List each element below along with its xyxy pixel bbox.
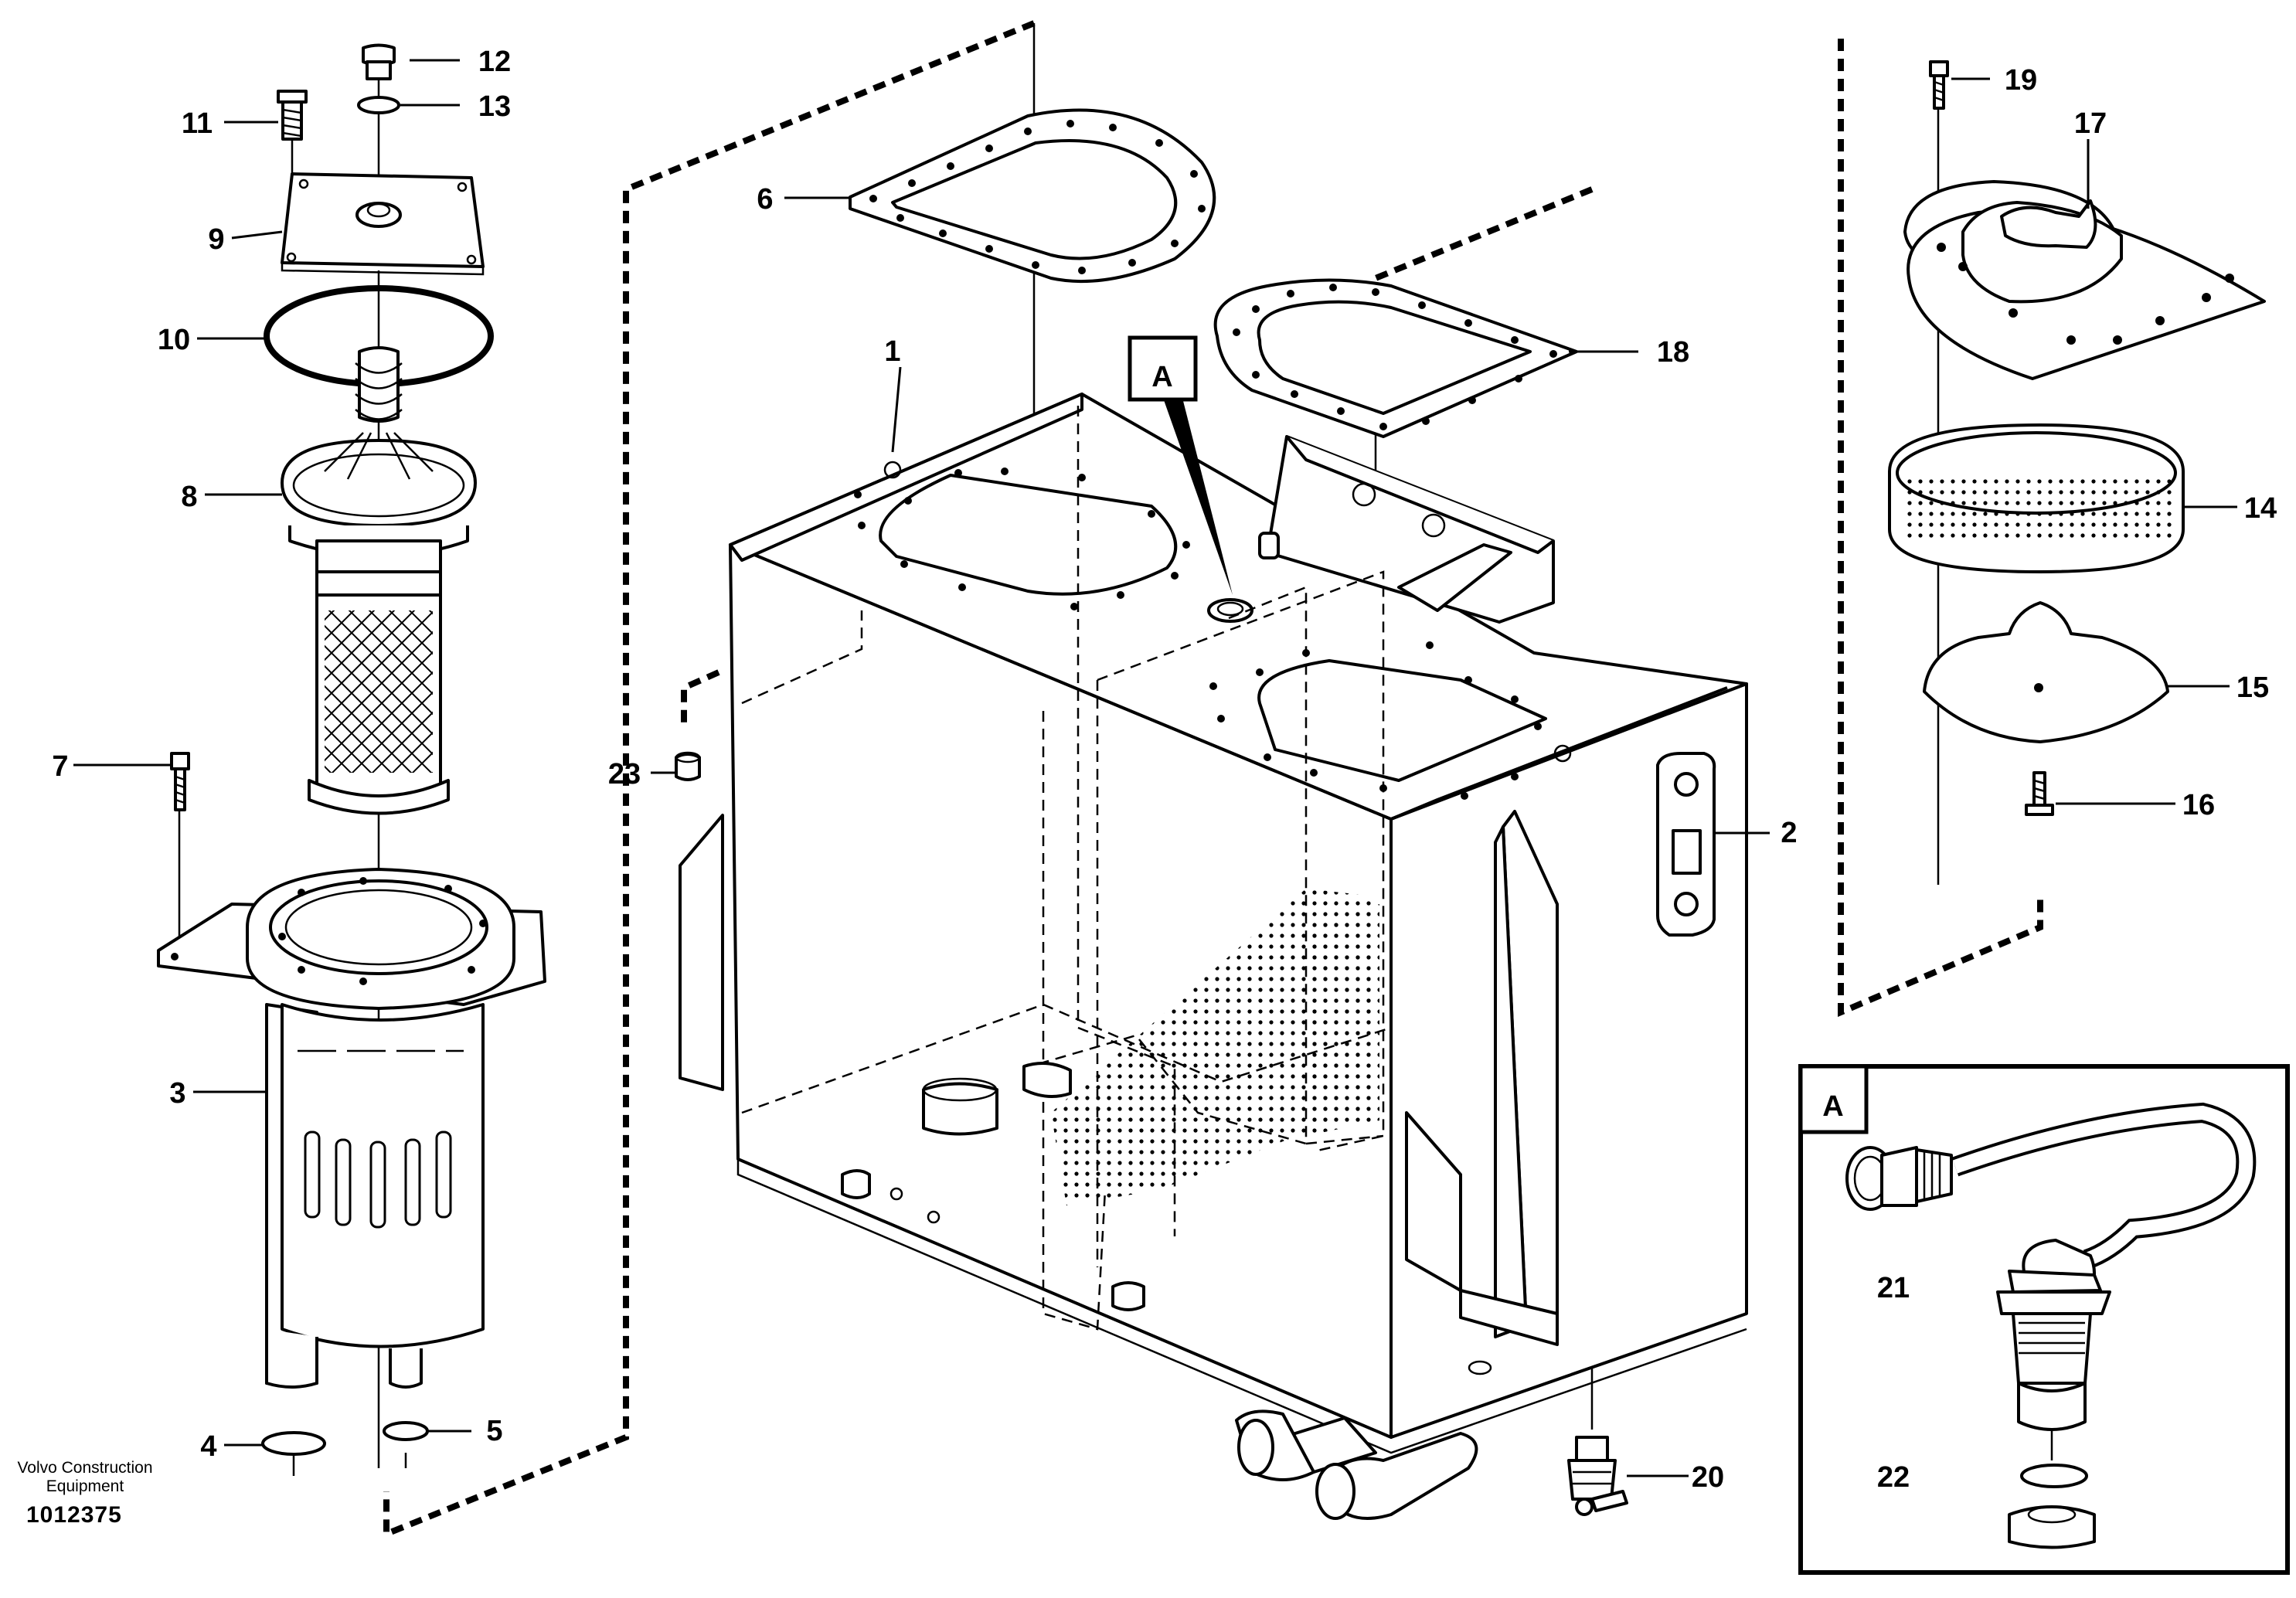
callout-6: 6 <box>757 183 773 216</box>
filter-housing-3 <box>157 868 546 1389</box>
filter-ring-14 <box>1888 423 2185 573</box>
filter-element-8 <box>281 346 477 815</box>
callout-7: 7 <box>52 750 68 783</box>
callout-19: 19 <box>2005 64 2037 97</box>
gasket-6 <box>849 108 1216 284</box>
callout-15: 15 <box>2236 672 2269 704</box>
baffle-plate-15 <box>1923 601 2169 743</box>
callout-13: 13 <box>478 90 511 123</box>
o-ring-4 <box>261 1431 326 1456</box>
callout-4: 4 <box>200 1430 216 1463</box>
detail-view-label: A <box>1822 1090 1843 1123</box>
hydraulic-tank <box>679 393 1748 1520</box>
callout-20: 20 <box>1692 1461 1724 1494</box>
plug-23 <box>675 751 701 781</box>
o-ring-5 <box>383 1421 429 1441</box>
callout-16: 16 <box>2182 789 2215 821</box>
sight-glass-2 <box>1656 752 1716 937</box>
screw-16 <box>2025 771 2054 816</box>
publisher-credit: Volvo Construction Equipment <box>8 1459 162 1496</box>
bolt-11 <box>277 90 308 141</box>
o-ring-13 <box>357 96 400 114</box>
callout-2: 2 <box>1781 817 1797 849</box>
callout-9: 9 <box>208 223 224 256</box>
callout-17: 17 <box>2074 107 2107 140</box>
detail-a-pointer: A <box>1128 335 1233 595</box>
callout-1: 1 <box>884 335 900 368</box>
callout-numbers: 1 2 3 4 5 6 7 8 9 10 11 12 13 14 15 16 1… <box>52 46 2277 1494</box>
publisher-line-2: Equipment <box>46 1477 124 1495</box>
callout-23: 23 <box>608 758 641 790</box>
callout-3: 3 <box>169 1077 185 1110</box>
bolt-19 <box>1929 60 1949 110</box>
callout-8: 8 <box>181 481 197 513</box>
callout-12: 12 <box>478 46 511 78</box>
callout-11: 11 <box>182 107 213 140</box>
detail-pointer-label: A <box>1151 361 1172 393</box>
breather-cover-17 <box>1903 180 2266 380</box>
flange-bolt-holes <box>854 468 1542 800</box>
gasket-18 <box>1213 278 1578 438</box>
callout-5: 5 <box>486 1415 502 1447</box>
cover-plate-9 <box>281 172 485 276</box>
document-number: 1012375 <box>26 1502 122 1528</box>
bolt-7 <box>170 752 190 811</box>
publisher-line-1: Volvo Construction <box>17 1459 153 1477</box>
callout-21: 21 <box>1877 1272 1910 1304</box>
callout-14: 14 <box>2244 492 2277 525</box>
drain-valve-20 <box>1567 1436 1628 1516</box>
detail-view-a: A <box>1798 1064 2290 1575</box>
callout-22: 22 <box>1877 1461 1910 1494</box>
callout-10: 10 <box>158 324 190 356</box>
callout-18: 18 <box>1657 336 1689 369</box>
plug-12 <box>362 43 396 80</box>
